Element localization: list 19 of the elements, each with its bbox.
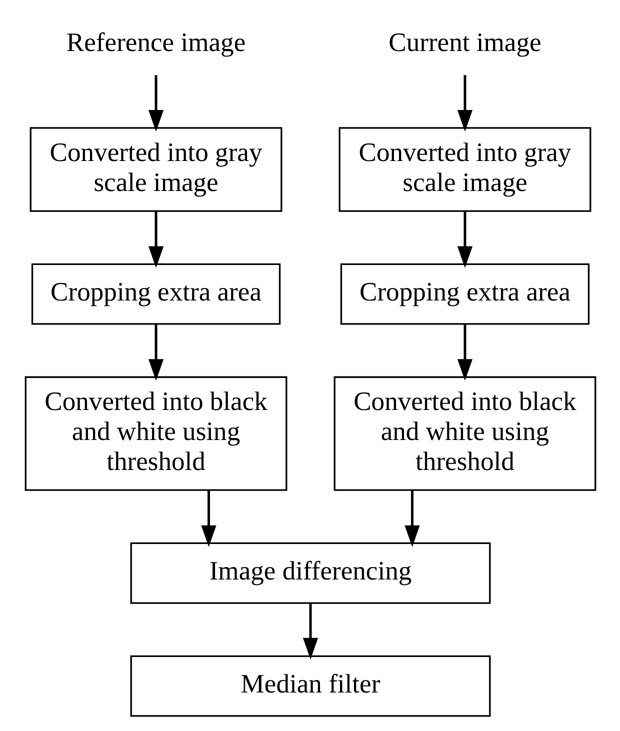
node-box: Converted into gray scale image <box>338 127 591 212</box>
arrow <box>148 212 164 268</box>
node-box: Median filter <box>130 655 490 717</box>
node-box: Converted into black and white using threshold <box>333 376 596 491</box>
node-box: Cropping extra area <box>30 263 280 325</box>
node-box: Converted into black and white using threshold <box>24 376 287 491</box>
arrow <box>404 490 420 547</box>
arrow <box>148 75 164 132</box>
node-box: Image differencing <box>130 542 490 604</box>
node-text: Reference image <box>66 27 246 58</box>
arrow <box>302 603 318 660</box>
node-text: Current image <box>388 27 541 58</box>
node-box: Converted into gray scale image <box>29 127 282 212</box>
arrow <box>456 324 472 381</box>
arrow <box>456 212 472 268</box>
node-box: Cropping extra area <box>340 263 590 325</box>
arrow <box>148 324 164 381</box>
arrow <box>200 490 216 547</box>
arrow <box>456 75 472 132</box>
